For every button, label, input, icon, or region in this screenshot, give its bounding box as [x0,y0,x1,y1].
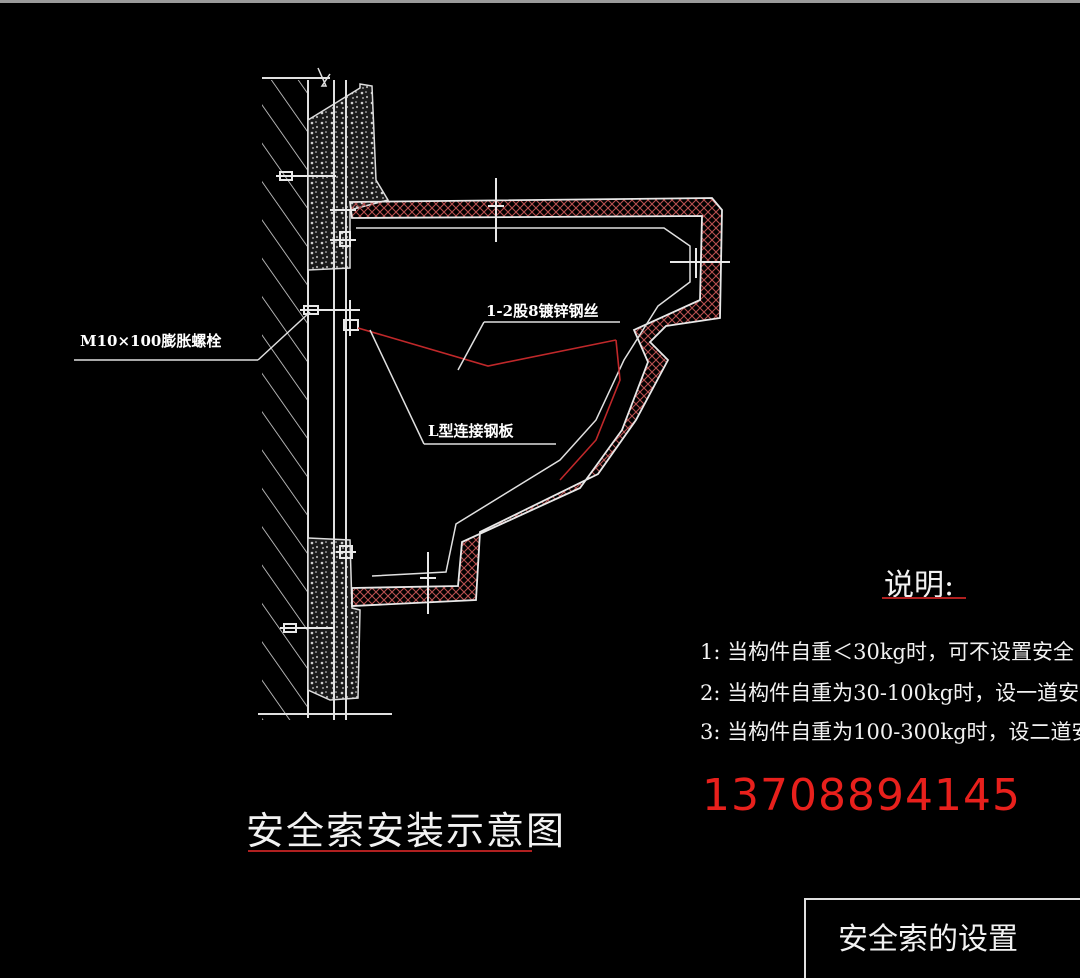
phone-number: 13708894145 [702,770,1021,821]
corner-label-box [804,898,1080,978]
wire-label: 1-2股8镀锌钢丝 [486,302,599,320]
safety-wire [357,327,621,481]
wall [258,67,392,720]
top-border [0,0,1080,3]
decorative-component [348,197,723,607]
diagram-title: 安全索安装示意图 [246,809,567,853]
note-item: 3: 当构件自重为100-300kg时，设二道安 [700,720,1080,744]
concrete-upper [307,83,390,271]
plate-label: L型连接钢板 [428,422,515,440]
title-underline [248,850,532,852]
panel-plate [333,80,347,720]
note-item: 1: 当构件自重＜30kg时，可不设置安全 [700,640,1074,664]
bolt-label: M10×100膨胀螺栓 [80,332,221,350]
corner-label: 安全索的设置 [838,922,1018,957]
notes-underline [882,597,966,599]
bolts [276,171,730,633]
note-item: 2: 当构件自重为30-100kg时，设一道安 [700,681,1080,705]
leader-lines [74,311,620,445]
